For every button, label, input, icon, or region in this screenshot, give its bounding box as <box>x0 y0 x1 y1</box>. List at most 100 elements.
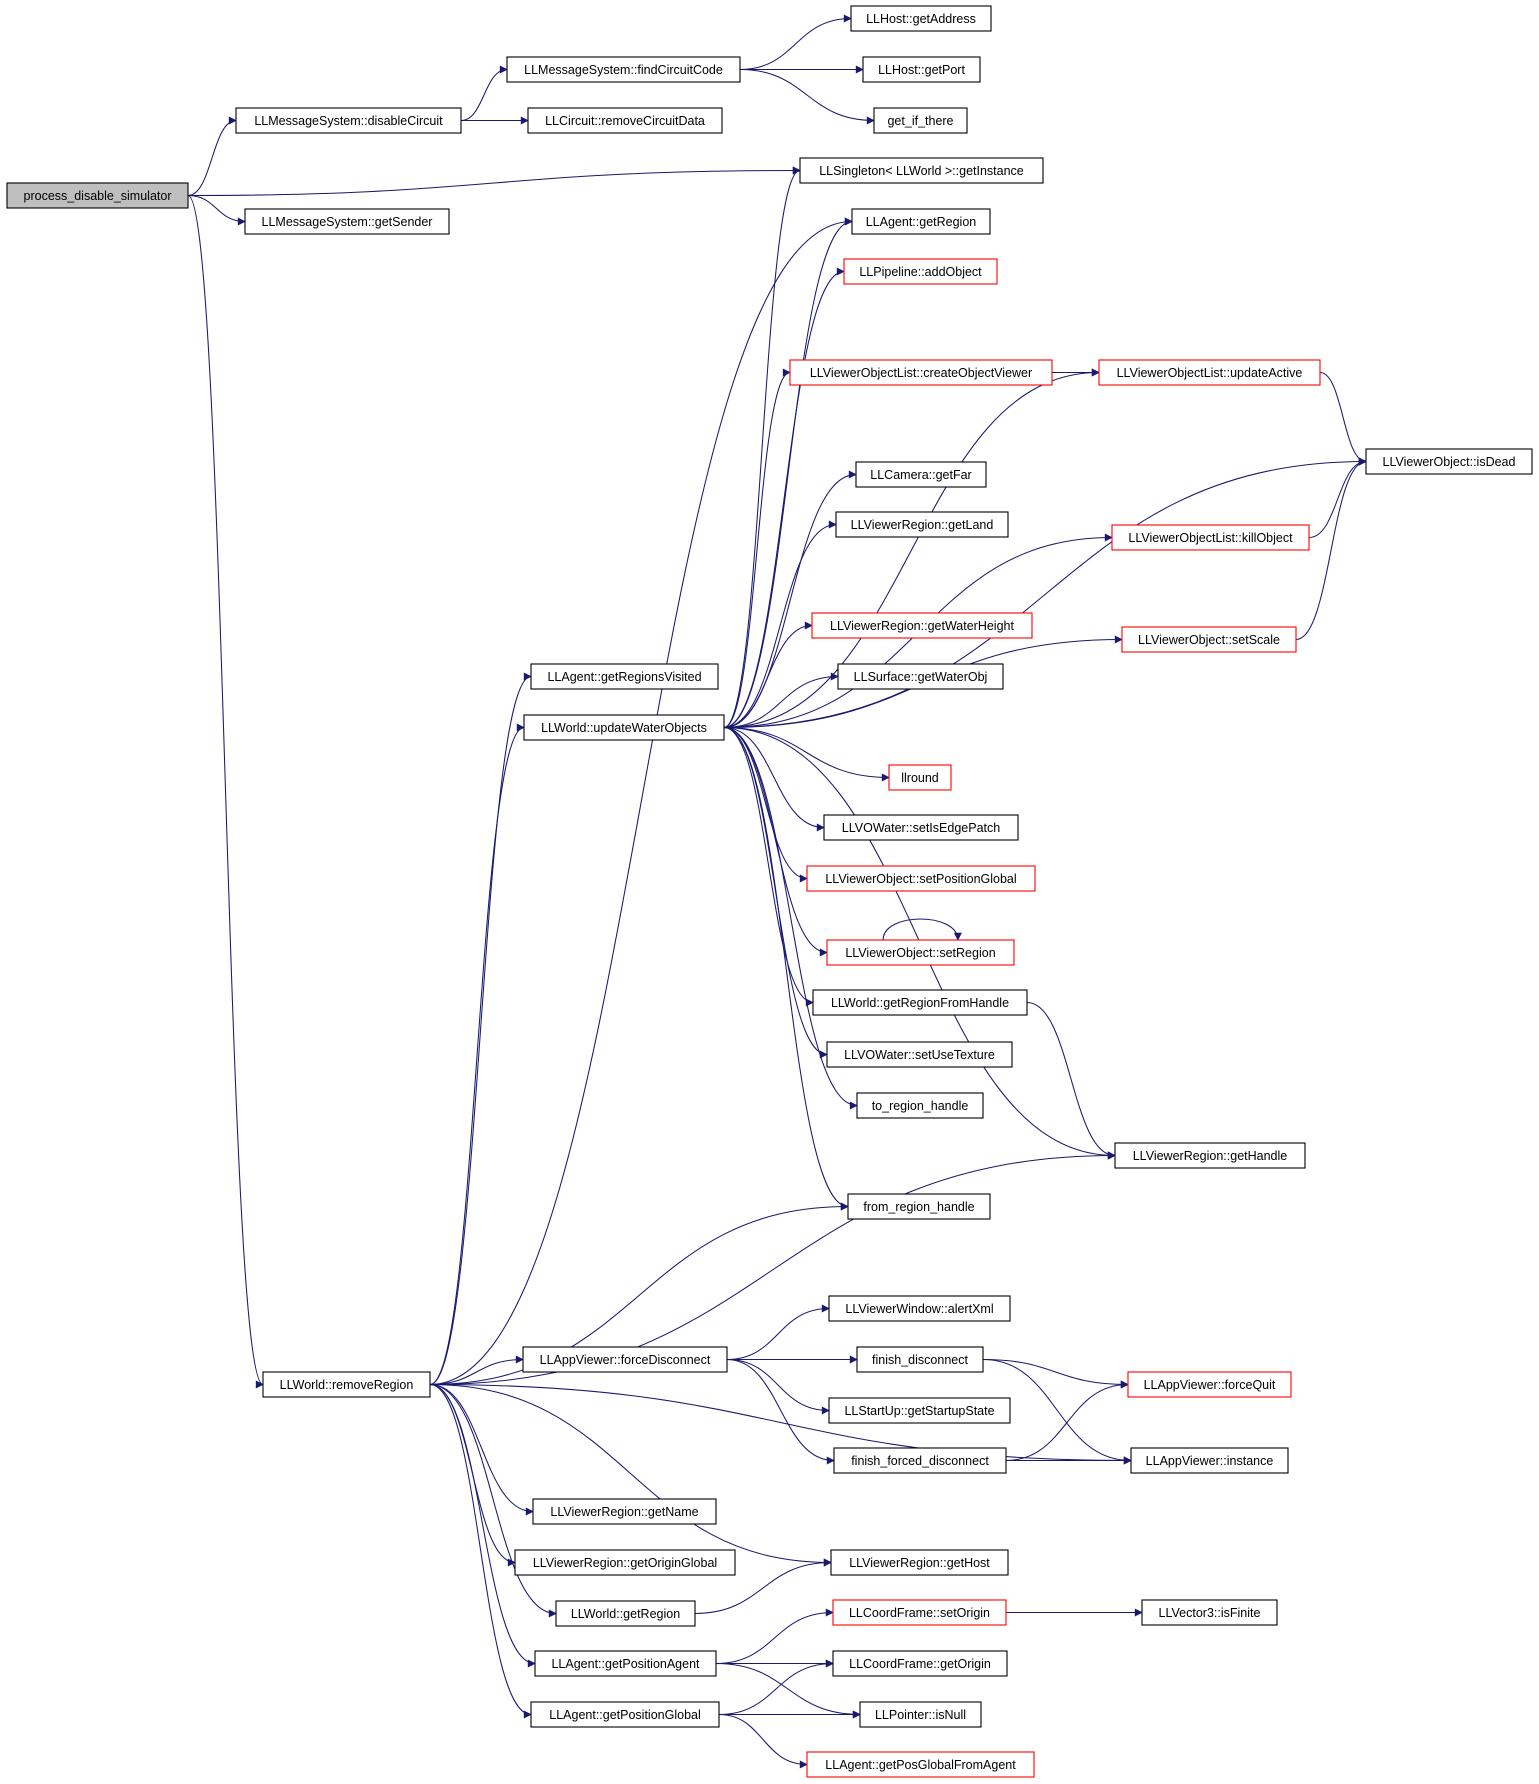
node-box[interactable] <box>532 1498 717 1525</box>
node-box[interactable] <box>859 1701 982 1728</box>
node-worldGetRegion[interactable]: LLWorld::getRegion <box>555 1600 696 1627</box>
node-from_region_handle[interactable]: from_region_handle <box>847 1193 991 1220</box>
node-box[interactable] <box>826 939 1015 966</box>
node-updateWaterObjects[interactable]: LLWorld::updateWaterObjects <box>523 714 725 741</box>
node-removeCircuitData[interactable]: LLCircuit::removeCircuitData <box>527 107 723 134</box>
node-box[interactable] <box>823 814 1019 841</box>
node-createObjectViewer[interactable]: LLViewerObjectList::createObjectViewer <box>789 359 1053 386</box>
node-updateActive[interactable]: LLViewerObjectList::updateActive <box>1098 359 1321 386</box>
node-removeRegion[interactable]: LLWorld::removeRegion <box>262 1371 431 1398</box>
node-box[interactable] <box>1365 448 1533 475</box>
node-get_if_there[interactable]: get_if_there <box>873 107 968 134</box>
node-box[interactable] <box>527 107 723 134</box>
node-box[interactable] <box>235 107 462 134</box>
node-getRegionsVisited[interactable]: LLAgent::getRegionsVisited <box>530 663 719 690</box>
node-disableCircuit[interactable]: LLMessageSystem::disableCircuit <box>235 107 462 134</box>
node-getPositionGlobal[interactable]: LLAgent::getPositionGlobal <box>530 1701 720 1728</box>
node-getSender[interactable]: LLMessageSystem::getSender <box>244 208 450 235</box>
node-box[interactable] <box>1111 524 1310 551</box>
node-box[interactable] <box>851 208 991 235</box>
node-box[interactable] <box>555 1600 696 1627</box>
node-getWaterObj[interactable]: LLSurface::getWaterObj <box>837 663 1004 690</box>
node-box[interactable] <box>789 359 1053 386</box>
node-getInstance[interactable]: LLSingleton< LLWorld >::getInstance <box>799 157 1044 184</box>
node-box[interactable] <box>514 1549 736 1576</box>
node-forceQuit[interactable]: LLAppViewer::forceQuit <box>1127 1371 1292 1398</box>
node-process_disable_simulator[interactable]: process_disable_simulator <box>6 182 189 209</box>
node-box[interactable] <box>1121 626 1297 653</box>
node-forceDisconnect[interactable]: LLAppViewer::forceDisconnect <box>522 1346 728 1373</box>
node-llround[interactable]: llround <box>888 764 952 791</box>
node-finish_disconnect[interactable]: finish_disconnect <box>856 1346 984 1373</box>
node-box[interactable] <box>837 663 1004 690</box>
node-isDead[interactable]: LLViewerObject::isDead <box>1365 448 1533 475</box>
node-getStartupState[interactable]: LLStartUp::getStartupState <box>828 1397 1011 1424</box>
node-setScale[interactable]: LLViewerObject::setScale <box>1121 626 1297 653</box>
node-box[interactable] <box>523 714 725 741</box>
node-isNull[interactable]: LLPointer::isNull <box>859 1701 982 1728</box>
node-agentGetRegion[interactable]: LLAgent::getRegion <box>851 208 991 235</box>
node-box[interactable] <box>806 865 1036 892</box>
node-box[interactable] <box>799 157 1044 184</box>
node-box[interactable] <box>244 208 450 235</box>
node-killObject[interactable]: LLViewerObjectList::killObject <box>1111 524 1310 551</box>
node-box[interactable] <box>812 989 1028 1016</box>
node-box[interactable] <box>843 258 998 285</box>
node-getPositionAgent[interactable]: LLAgent::getPositionAgent <box>534 1650 717 1677</box>
node-to_region_handle[interactable]: to_region_handle <box>856 1092 984 1119</box>
node-box[interactable] <box>1127 1371 1292 1398</box>
node-box[interactable] <box>856 1092 984 1119</box>
node-box[interactable] <box>835 511 1009 538</box>
node-getRegionFromHandle[interactable]: LLWorld::getRegionFromHandle <box>812 989 1028 1016</box>
node-box[interactable] <box>888 764 952 791</box>
node-getFar[interactable]: LLCamera::getFar <box>855 461 987 488</box>
node-getOrigin[interactable]: LLCoordFrame::getOrigin <box>832 1650 1008 1677</box>
node-getAddress[interactable]: LLHost::getAddress <box>850 5 992 32</box>
node-getPort[interactable]: LLHost::getPort <box>862 56 981 83</box>
node-box[interactable] <box>832 1650 1008 1677</box>
node-box[interactable] <box>833 1447 1007 1474</box>
node-getLand[interactable]: LLViewerRegion::getLand <box>835 511 1009 538</box>
node-box[interactable] <box>855 461 987 488</box>
node-box[interactable] <box>830 1549 1009 1576</box>
node-getWaterHeight[interactable]: LLViewerRegion::getWaterHeight <box>811 612 1033 639</box>
node-box[interactable] <box>534 1650 717 1677</box>
node-addObject[interactable]: LLPipeline::addObject <box>843 258 998 285</box>
node-box[interactable] <box>828 1397 1011 1424</box>
node-box[interactable] <box>856 1346 984 1373</box>
node-getOriginGlobal[interactable]: LLViewerRegion::getOriginGlobal <box>514 1549 736 1576</box>
node-setRegion[interactable]: LLViewerObject::setRegion <box>826 939 1015 966</box>
node-setUseTexture[interactable]: LLVOWater::setUseTexture <box>826 1041 1013 1068</box>
node-box[interactable] <box>828 1295 1011 1322</box>
node-box[interactable] <box>826 1041 1013 1068</box>
node-getPosGlobalFromAgent[interactable]: LLAgent::getPosGlobalFromAgent <box>806 1751 1035 1778</box>
node-setIsEdgePatch[interactable]: LLVOWater::setIsEdgePatch <box>823 814 1019 841</box>
node-getName[interactable]: LLViewerRegion::getName <box>532 1498 717 1525</box>
node-setOrigin[interactable]: LLCoordFrame::setOrigin <box>832 1599 1007 1626</box>
node-box[interactable] <box>832 1599 1007 1626</box>
node-box[interactable] <box>506 56 741 83</box>
node-box[interactable] <box>1114 1142 1306 1169</box>
node-box[interactable] <box>6 182 189 209</box>
node-alertXml[interactable]: LLViewerWindow::alertXml <box>828 1295 1011 1322</box>
node-box[interactable] <box>1098 359 1321 386</box>
node-box[interactable] <box>262 1371 431 1398</box>
node-box[interactable] <box>806 1751 1035 1778</box>
node-findCircuitCode[interactable]: LLMessageSystem::findCircuitCode <box>506 56 741 83</box>
node-instance[interactable]: LLAppViewer::instance <box>1130 1447 1289 1474</box>
node-getHost[interactable]: LLViewerRegion::getHost <box>830 1549 1009 1576</box>
node-finish_forced_disconnect[interactable]: finish_forced_disconnect <box>833 1447 1007 1474</box>
node-box[interactable] <box>1141 1599 1278 1626</box>
node-box[interactable] <box>522 1346 728 1373</box>
node-box[interactable] <box>530 663 719 690</box>
node-box[interactable] <box>530 1701 720 1728</box>
node-isFinite[interactable]: LLVector3::isFinite <box>1141 1599 1278 1626</box>
node-getHandle[interactable]: LLViewerRegion::getHandle <box>1114 1142 1306 1169</box>
node-box[interactable] <box>811 612 1033 639</box>
node-box[interactable] <box>847 1193 991 1220</box>
node-box[interactable] <box>873 107 968 134</box>
node-box[interactable] <box>850 5 992 32</box>
node-box[interactable] <box>1130 1447 1289 1474</box>
node-box[interactable] <box>862 56 981 83</box>
node-setPositionGlobal[interactable]: LLViewerObject::setPositionGlobal <box>806 865 1036 892</box>
